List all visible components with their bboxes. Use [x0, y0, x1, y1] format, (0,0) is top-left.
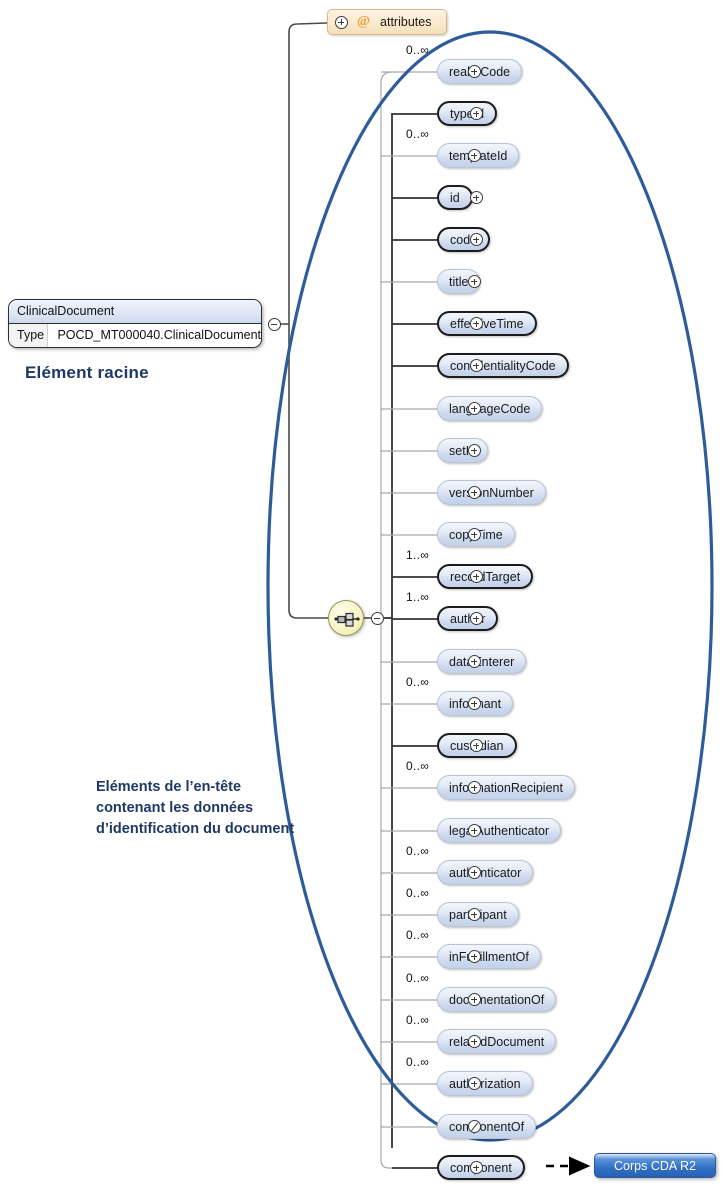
element-node-informationRecipient[interactable]: informationRecipient: [437, 775, 575, 800]
occurrence-label-informationRecipient: 0..∞: [406, 759, 430, 773]
attributes-node[interactable]: @ attributes: [327, 9, 447, 35]
expand-toggle-setId-plus-circle-icon[interactable]: [468, 444, 481, 457]
expand-toggle-relatedDocument-plus-circle-icon[interactable]: [468, 1035, 481, 1048]
occurrence-label-relatedDocument: 0..∞: [406, 1013, 430, 1027]
element-node-setId[interactable]: setId: [437, 438, 489, 463]
element-node-label: componentOf: [449, 1119, 525, 1134]
element-node-documentationOf[interactable]: documentationOf: [437, 987, 557, 1012]
expand-toggle-realmCode-plus-circle-icon[interactable]: [468, 65, 481, 78]
occurrence-label-participant: 0..∞: [406, 886, 430, 900]
expand-toggle-documentationOf-plus-circle-icon[interactable]: [468, 993, 481, 1006]
root-element-name: ClinicalDocument: [9, 300, 261, 324]
element-node-label: informationRecipient: [449, 780, 563, 795]
expand-toggle-authenticator-plus-circle-icon[interactable]: [468, 866, 481, 879]
element-node-label: relatedDocument: [449, 1034, 545, 1049]
sequence-compositor-icon[interactable]: [328, 600, 364, 636]
element-node-participant[interactable]: participant: [437, 902, 519, 927]
annotation-root-element: Elément racine: [25, 363, 149, 382]
element-node-label: inFulfillmentOf: [449, 949, 529, 964]
element-node-legalAuthenticator[interactable]: legalAuthenticator: [437, 818, 562, 843]
element-node-label: dataEnterer: [449, 654, 515, 669]
element-node-effectiveTime[interactable]: effectiveTime: [437, 311, 537, 336]
element-node-componentOf[interactable]: componentOf: [437, 1114, 537, 1139]
expand-toggle-authorization-plus-circle-icon[interactable]: [468, 1077, 481, 1090]
expand-toggle-component-plus-circle-icon[interactable]: [470, 1161, 483, 1174]
element-node-typeId[interactable]: typeId: [437, 101, 498, 126]
attributes-label: attributes: [380, 15, 432, 29]
element-node-id[interactable]: id: [437, 185, 473, 210]
expand-toggle-custodian-plus-circle-icon[interactable]: [470, 739, 483, 752]
expand-toggle-versionNumber-plus-circle-icon[interactable]: [468, 486, 481, 499]
element-node-authorization[interactable]: authorization: [437, 1071, 533, 1096]
expand-toggle-copyTime-plus-circle-icon[interactable]: [468, 528, 481, 541]
element-node-confidentialityCode[interactable]: confidentialityCode: [437, 353, 569, 378]
element-node-label: effectiveTime: [450, 316, 524, 331]
element-node-label: legalAuthenticator: [449, 823, 550, 838]
expand-toggle-confidentialityCode-plus-circle-icon[interactable]: [470, 359, 483, 372]
element-node-dataEnterer[interactable]: dataEnterer: [437, 649, 527, 674]
at-symbol-icon: @: [357, 14, 371, 29]
root-element-type-key: Type: [9, 324, 49, 347]
element-node-versionNumber[interactable]: versionNumber: [437, 480, 546, 505]
occurrence-label-authenticator: 0..∞: [406, 844, 430, 858]
element-node-label: documentationOf: [449, 992, 545, 1007]
expand-toggle-inFulfillmentOf-plus-circle-icon[interactable]: [468, 950, 481, 963]
expand-toggle-componentOf-plus-circle-icon[interactable]: [468, 1120, 481, 1133]
element-node-languageCode[interactable]: languageCode: [437, 396, 543, 421]
element-node-label: recordTarget: [450, 569, 521, 584]
element-node-recordTarget[interactable]: recordTarget: [437, 564, 534, 589]
element-node-author[interactable]: author: [437, 606, 499, 631]
expand-toggle-id-plus-circle-icon[interactable]: [470, 191, 483, 204]
root-collapse-toggle-minus-circle-icon[interactable]: [268, 318, 281, 331]
sequence-glyph: [334, 612, 360, 627]
expand-toggle-code-plus-circle-icon[interactable]: [470, 233, 483, 246]
occurrence-label-templateId: 0..∞: [406, 127, 430, 141]
expand-toggle-participant-plus-circle-icon[interactable]: [468, 908, 481, 921]
expand-toggle-informant-plus-circle-icon[interactable]: [468, 697, 481, 710]
expand-toggle-typeId-plus-circle-icon[interactable]: [470, 107, 483, 120]
expand-toggle-title-plus-circle-icon[interactable]: [468, 275, 481, 288]
expand-toggle-legalAuthenticator-plus-circle-icon[interactable]: [468, 824, 481, 837]
expand-toggle-templateId-plus-circle-icon[interactable]: [468, 149, 481, 162]
element-node-authenticator[interactable]: authenticator: [437, 860, 534, 885]
root-element-type-value: POCD_MT000040.ClinicalDocument: [57, 328, 261, 342]
expand-toggle-effectiveTime-plus-circle-icon[interactable]: [470, 317, 483, 330]
expand-toggle-languageCode-plus-circle-icon[interactable]: [468, 402, 481, 415]
attributes-expand-toggle-plus-circle-icon[interactable]: [335, 15, 348, 29]
element-node-label: confidentialityCode: [450, 358, 556, 373]
expand-toggle-author-plus-circle-icon[interactable]: [470, 612, 483, 625]
occurrence-label-inFulfillmentOf: 0..∞: [406, 928, 430, 942]
occurrence-label-recordTarget: 1..∞: [406, 548, 430, 562]
occurrence-label-authorization: 0..∞: [406, 1055, 430, 1069]
element-node-label: authenticator: [449, 865, 522, 880]
expand-toggle-dataEnterer-plus-circle-icon[interactable]: [468, 655, 481, 668]
sequence-collapse-toggle-minus-circle-icon[interactable]: [371, 612, 384, 625]
element-node-label: title: [449, 274, 469, 289]
element-node-label: versionNumber: [449, 485, 534, 500]
corps-cda-target-box[interactable]: Corps CDA R2: [594, 1153, 716, 1178]
root-element-box[interactable]: ClinicalDocument Type POCD_MT000040.Clin…: [8, 299, 262, 348]
annotation-header-elements: Eléments de l’en-tête contenant les donn…: [96, 779, 295, 837]
element-node-label: languageCode: [449, 401, 531, 416]
occurrence-label-documentationOf: 0..∞: [406, 971, 430, 985]
occurrence-label-informant: 0..∞: [406, 675, 430, 689]
element-node-inFulfillmentOf[interactable]: inFulfillmentOf: [437, 944, 541, 969]
occurrence-label-realmCode: 0..∞: [406, 43, 430, 57]
expand-toggle-informationRecipient-plus-circle-icon[interactable]: [468, 781, 481, 794]
expand-toggle-recordTarget-plus-circle-icon[interactable]: [470, 570, 483, 583]
occurrence-label-author: 1..∞: [406, 590, 430, 604]
element-node-relatedDocument[interactable]: relatedDocument: [437, 1029, 557, 1054]
element-node-label: id: [450, 190, 460, 205]
element-node-label: authorization: [449, 1076, 521, 1091]
root-element-type-row: Type POCD_MT000040.ClinicalDocument: [9, 324, 261, 347]
corps-cda-label: Corps CDA R2: [614, 1158, 696, 1173]
